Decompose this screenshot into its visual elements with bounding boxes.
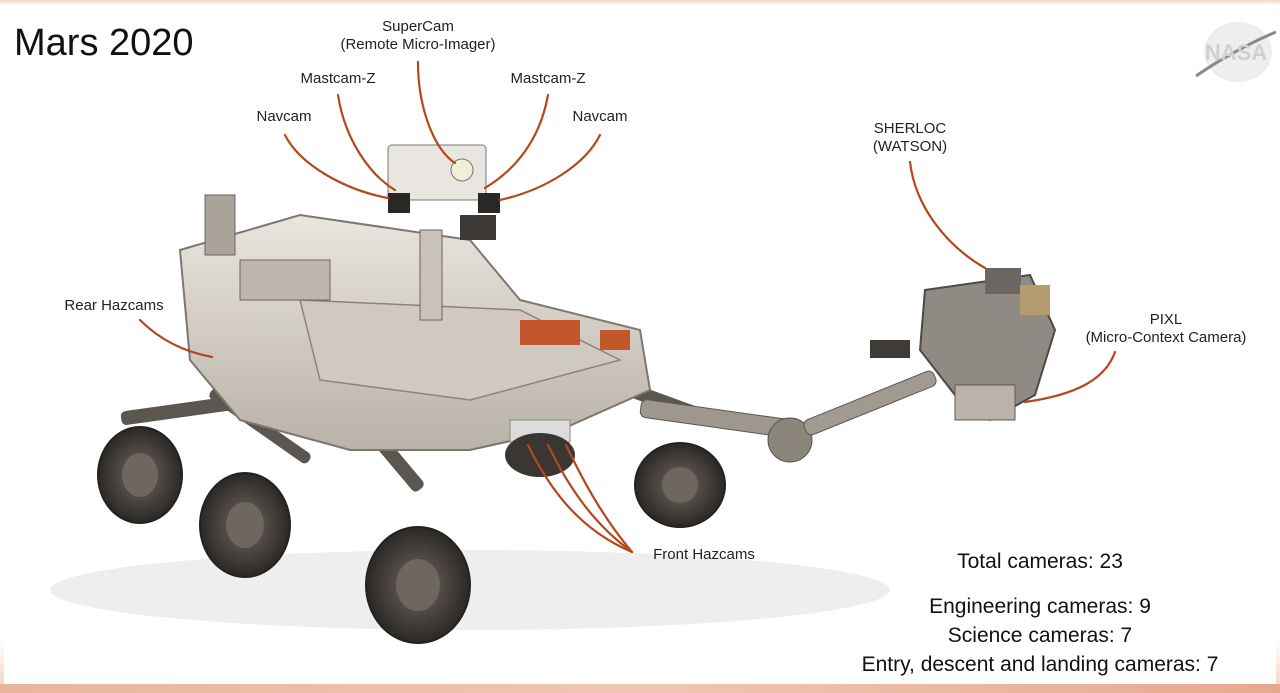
leader-navcam-right [498,133,602,202]
label-front-hazcams: Front Hazcams [653,546,755,563]
leader-front-hazcam-2 [546,443,634,554]
leader-lines [138,60,1117,554]
stat-total: Total cameras: 23 [957,550,1123,573]
rover-body [178,194,652,451]
leader-supercam [416,60,457,165]
label-sherloc-name: SHERLOC [873,120,947,137]
nasa-logo-text: NASA [1205,40,1267,65]
label-pixl-sub: (Micro-Context Camera) [1085,329,1247,346]
camera-stats: Total cameras: 23 Engineering cameras: 9… [820,550,1260,679]
leader-mastcam-left [336,93,397,192]
label-navcam-right: Navcam [572,108,628,125]
leader-front-hazcam-1 [526,443,634,554]
page-title: Mars 2020 [14,22,194,64]
label-navcam-left: Navcam [256,108,312,125]
stat-engineering: Engineering cameras: 9 [929,595,1151,618]
stat-science: Science cameras: 7 [947,624,1133,647]
robotic-arm [639,268,1057,463]
leader-front-hazcam-3 [564,443,634,554]
remote-sensing-mast [387,144,500,321]
leader-mastcam-right [483,93,550,190]
label-sherloc: SHERLOC (WATSON) [850,120,970,156]
label-rear-hazcams: Rear Hazcams [64,297,164,314]
leader-navcam-left [283,133,390,200]
wheel-hidden-middle [505,433,575,477]
label-pixl: PIXL (Micro-Context Camera) [1058,311,1274,347]
label-sherloc-sub: (WATSON) [872,138,948,155]
leader-pixl [1023,350,1117,404]
nasa-logo-icon: NASA [1195,22,1276,82]
label-supercam-sub: (Remote Micro-Imager) [340,36,496,53]
label-mastcam-left: Mastcam-Z [300,70,376,87]
wheels [97,426,726,644]
leader-rear-hazcams [138,318,214,359]
leader-sherloc [908,160,987,270]
label-supercam: SuperCam (Remote Micro-Imager) [318,18,518,54]
bottom-strip [0,684,1280,693]
stat-edl: Entry, descent and landing cameras: 7 [861,653,1219,676]
label-mastcam-right: Mastcam-Z [510,70,586,87]
label-supercam-name: SuperCam [382,18,454,35]
label-pixl-name: PIXL [1149,311,1183,328]
